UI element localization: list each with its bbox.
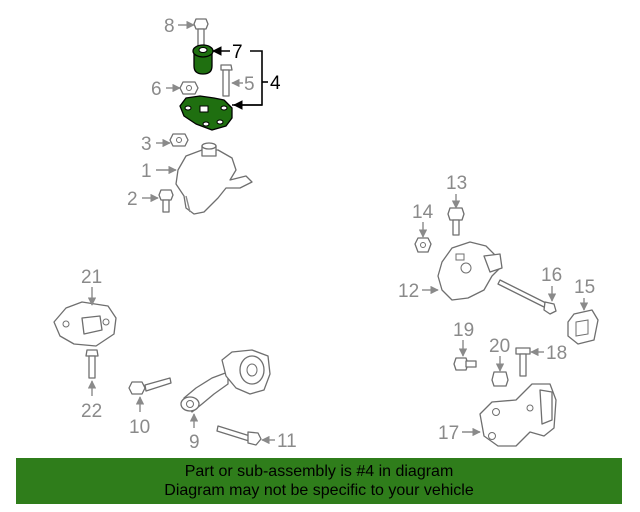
part-16-long-bolt <box>497 279 557 315</box>
callout-9: 9 <box>189 432 200 453</box>
part-14-nut <box>414 237 432 253</box>
part-11-bolt <box>216 425 262 446</box>
callout-15: 15 <box>574 277 595 298</box>
part-10-bolt <box>128 377 172 395</box>
part-20-nut <box>491 371 509 387</box>
part-15-plate <box>567 309 599 345</box>
callout-6: 6 <box>151 79 162 100</box>
part-6-nut <box>179 81 199 95</box>
part-5-bolt <box>220 64 233 97</box>
part-12-mount <box>437 241 503 301</box>
callout-1: 1 <box>141 161 152 182</box>
callout-22: 22 <box>81 401 102 422</box>
part-1-engine-mount <box>175 142 253 215</box>
callout-16: 16 <box>541 265 562 286</box>
part-2-bolt <box>158 189 174 213</box>
part-8-bolt <box>193 18 209 47</box>
part-7-bushing <box>192 44 214 75</box>
callout-8: 8 <box>164 16 175 37</box>
callout-14: 14 <box>412 202 434 223</box>
banner-line-2: Diagram may not be specific to your vehi… <box>164 482 474 499</box>
part-18-bolt <box>515 347 531 377</box>
part-13-bolt <box>447 207 465 236</box>
callout-3: 3 <box>141 134 152 155</box>
callout-21: 21 <box>81 267 102 288</box>
callout-20: 20 <box>489 336 510 357</box>
callout-4: 4 <box>270 73 281 94</box>
callout-13: 13 <box>446 173 467 194</box>
parts-diagram: 8 7 4 5 6 3 1 2 13 14 12 16 15 19 20 18 … <box>53 16 599 453</box>
callout-5: 5 <box>244 74 255 95</box>
part-21-mount <box>53 301 117 347</box>
part-3-nut <box>169 133 189 147</box>
banner-line-1: Part or sub-assembly is #4 in diagram <box>184 463 454 480</box>
callout-19: 19 <box>453 320 474 341</box>
part-9-torque-rod <box>180 349 271 413</box>
part-19-bolt <box>453 357 477 371</box>
callout-17: 17 <box>438 423 459 444</box>
callout-2: 2 <box>127 189 138 210</box>
callout-12: 12 <box>398 281 419 302</box>
callout-10: 10 <box>129 417 150 438</box>
part-4-bracket <box>179 95 233 131</box>
callout-7: 7 <box>232 42 243 63</box>
info-banner: Part or sub-assembly is #4 in diagram Di… <box>16 458 622 504</box>
part-17-bracket <box>479 383 557 447</box>
callout-18: 18 <box>546 343 567 364</box>
part-22-bolt <box>85 349 99 379</box>
callout-11: 11 <box>277 431 297 452</box>
